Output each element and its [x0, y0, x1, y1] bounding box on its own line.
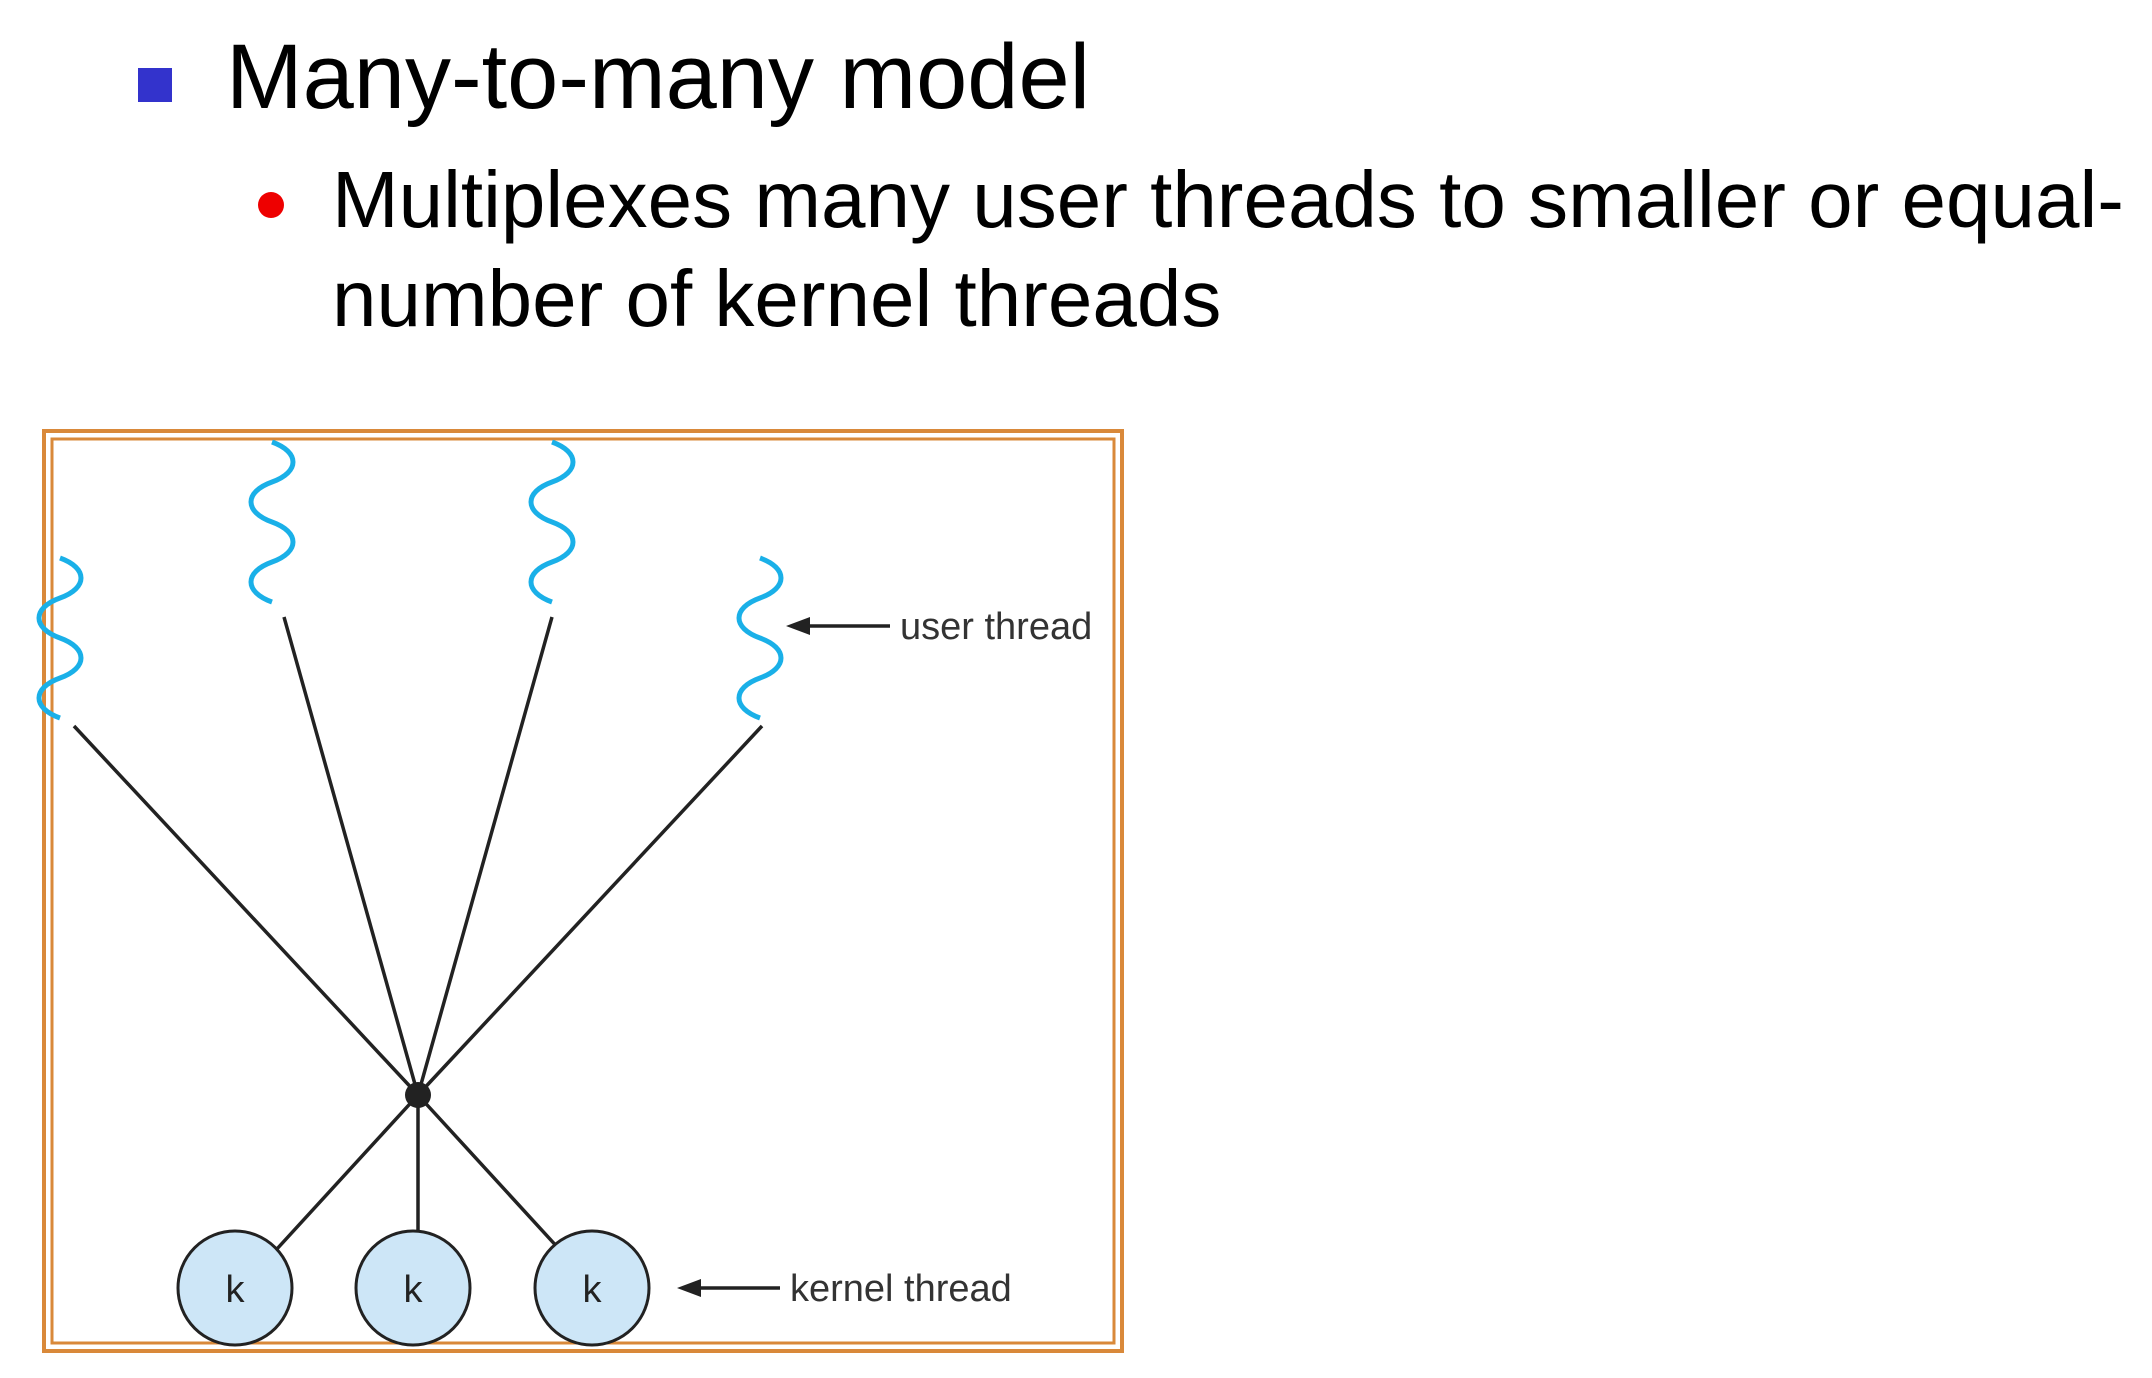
- kernel-thread-2: k: [354, 1229, 472, 1347]
- bullet-text: Multiplexes many user threads to smaller…: [332, 150, 2142, 348]
- user-connector-4: [416, 724, 764, 1097]
- kernel-thread-circle: [533, 1229, 651, 1347]
- kernel-thread-1: k: [176, 1229, 294, 1347]
- kernel-thread-arrow-head: [677, 1279, 701, 1297]
- user-connector-1: [72, 724, 420, 1097]
- diagram-frame-outer: [42, 429, 1124, 1353]
- kernel-thread-3: k: [533, 1229, 651, 1347]
- user-thread-wave-4: [736, 555, 784, 721]
- user-thread-wave-2: [248, 439, 296, 605]
- user-connector-2: [282, 616, 420, 1096]
- kernel-thread-annotation: kernel thread: [677, 1268, 1012, 1310]
- kernel-connector-3: [416, 1093, 562, 1252]
- diagram-frame-inner: [50, 437, 1116, 1345]
- user-thread-annotation: user thread: [786, 606, 1092, 648]
- kernel-thread-circle: [354, 1229, 472, 1347]
- kernel-thread-label: k: [226, 1269, 246, 1311]
- user-thread-wave-3: [528, 439, 576, 605]
- user-connector-3: [416, 616, 554, 1096]
- kernel-connector-1: [274, 1093, 420, 1252]
- kernel-thread-circle: [176, 1229, 294, 1347]
- kernel-thread-label: k: [404, 1269, 424, 1311]
- kernel-thread-label: k: [583, 1269, 603, 1311]
- user-thread-label: user thread: [900, 606, 1092, 648]
- user-thread-wave-1: [36, 555, 84, 721]
- bullet-text-line-1: Multiplexes many user threads to smaller…: [332, 155, 2124, 244]
- slide-heading: Many-to-many model: [226, 26, 1091, 128]
- user-thread-arrow-head: [786, 617, 810, 635]
- kernel-thread-label-text: kernel thread: [790, 1268, 1012, 1310]
- bullet-text-line-2: number of kernel threads: [332, 254, 1222, 343]
- bullet-dot: [258, 192, 284, 218]
- bullet-square: [138, 68, 172, 102]
- multiplex-hub: [405, 1082, 431, 1108]
